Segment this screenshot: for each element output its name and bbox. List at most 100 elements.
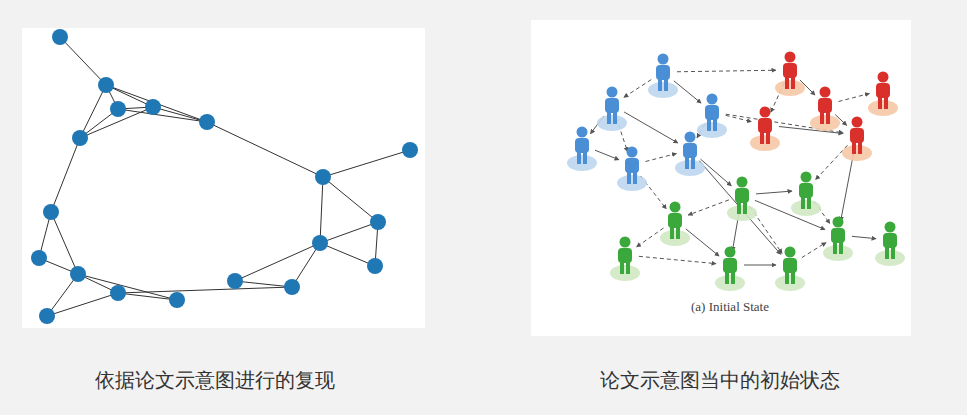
agent-shadow [660, 230, 690, 246]
agent-leg [626, 261, 630, 274]
agent-body [656, 65, 670, 80]
agent-leg [839, 241, 843, 254]
agent-link [755, 200, 825, 229]
agent-link [699, 161, 781, 255]
agent-head [607, 87, 618, 98]
agent-head [820, 87, 831, 98]
agent-shadow [675, 160, 705, 176]
agent-shadow [715, 275, 745, 291]
figure-panel [531, 20, 911, 336]
agent-leg [785, 76, 789, 89]
agent-shadow [750, 135, 780, 151]
agent-leg [791, 271, 795, 284]
agent-shadow [775, 275, 805, 291]
agent-leg [676, 226, 680, 239]
agent-shadow [810, 115, 840, 131]
agent-head [878, 72, 889, 83]
agent-head [737, 177, 748, 188]
agent-leg [791, 76, 795, 89]
network-graph [31, 29, 418, 324]
agent-leg [725, 271, 729, 284]
agent-head [760, 107, 771, 118]
graph-node [199, 114, 215, 130]
agent-leg [685, 156, 689, 169]
agent-link [688, 200, 729, 215]
agent-leg [613, 111, 617, 124]
graph-edge [60, 37, 106, 85]
graph-edge [51, 138, 80, 212]
agent-head [627, 147, 638, 158]
agent-shadow [875, 250, 905, 266]
agent-shadow [727, 205, 757, 221]
graph-edge [106, 85, 207, 122]
agent-leg [707, 118, 711, 131]
graph-node [315, 169, 331, 185]
agent-leg [577, 151, 581, 164]
agent-link [624, 112, 678, 143]
agent-head [725, 247, 736, 258]
agent-link [624, 80, 651, 98]
agent-body [850, 128, 864, 143]
graph-edge [323, 177, 378, 222]
agent-head [885, 222, 896, 233]
graph-node [31, 250, 47, 266]
agent-link [802, 242, 826, 257]
agent-body [735, 188, 749, 203]
agent-link [839, 94, 870, 102]
graph-edge [320, 222, 378, 243]
graph-edge [78, 274, 177, 300]
agent-network [567, 52, 905, 292]
figure-caption: (a) Initial State [689, 299, 771, 315]
agent-leg [852, 141, 856, 154]
panel-caption: 论文示意图当中的初始状态 [600, 367, 840, 394]
agent-body [876, 83, 890, 98]
agent-leg [884, 96, 888, 109]
agent-link [852, 236, 876, 238]
agent-link [636, 228, 663, 247]
agent-leg [760, 131, 764, 144]
graph-node [367, 258, 383, 274]
graph-node [52, 29, 68, 45]
agent-leg [833, 241, 837, 254]
agent-leg [878, 96, 882, 109]
agent-shadow [697, 122, 727, 138]
agent-head [685, 132, 696, 143]
agent-shadow [868, 100, 898, 116]
agent-shadow [610, 265, 640, 281]
graph-node [284, 279, 300, 295]
agent-link [677, 70, 776, 72]
agent-shadow [648, 82, 678, 98]
agent-shadow [617, 175, 647, 191]
agent-leg [826, 111, 830, 124]
agent-head [707, 94, 718, 105]
agent-body [575, 138, 589, 153]
agent-leg [801, 196, 805, 209]
graph-node [39, 308, 55, 324]
agent-link [744, 265, 776, 266]
agent-link [726, 114, 843, 133]
graph-edge [235, 281, 292, 287]
graph-edge [153, 107, 207, 122]
agent-leg [664, 78, 668, 91]
agent-link [646, 154, 677, 162]
agent-head [620, 237, 631, 248]
agent-shadow [823, 245, 853, 261]
agent-body [883, 233, 897, 248]
agent-leg [891, 246, 895, 259]
graph-node [43, 204, 59, 220]
agent-body [799, 183, 813, 198]
agent-leg [713, 118, 717, 131]
agent-body [668, 213, 682, 228]
agent-head [670, 202, 681, 213]
graph-node [402, 142, 418, 158]
agent-leg [766, 131, 770, 144]
agent-head [852, 117, 863, 128]
agent-link [595, 150, 619, 160]
agent-leg [658, 78, 662, 91]
graph-node [370, 214, 386, 230]
agent-link [674, 81, 701, 103]
agent-leg [633, 171, 637, 184]
agent-shadow [791, 200, 821, 216]
agent-leg [607, 111, 611, 124]
